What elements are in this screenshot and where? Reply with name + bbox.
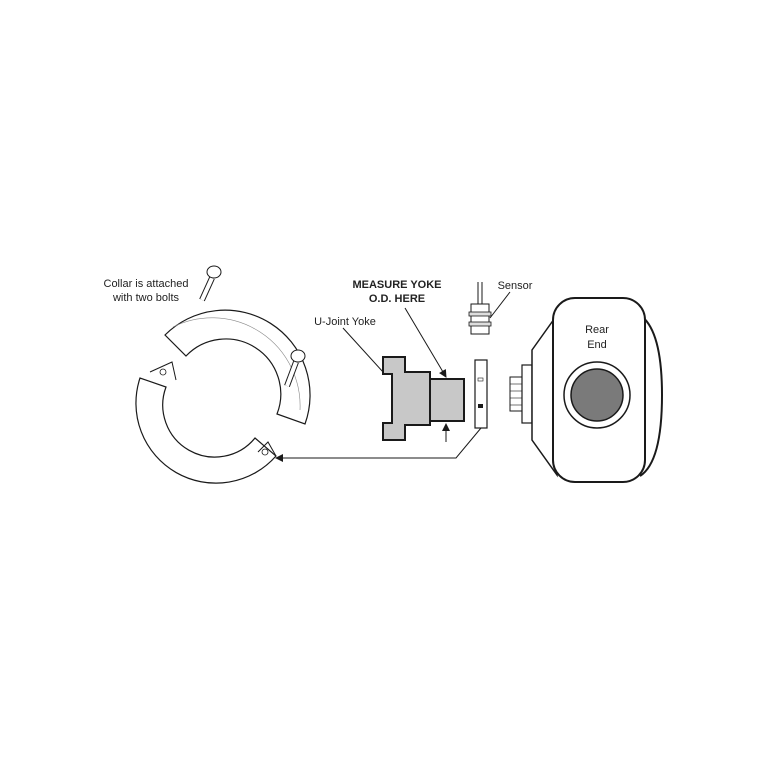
measure-label-line2: O.D. HERE xyxy=(369,293,425,305)
rear-end-housing xyxy=(509,297,664,483)
bolt-icon xyxy=(284,349,306,388)
rear-end-label-line1: Rear xyxy=(585,324,609,336)
sensor xyxy=(468,282,492,335)
sensor-label: Sensor xyxy=(498,280,533,292)
assembly-arrow xyxy=(275,427,482,462)
bolt-icon xyxy=(199,265,222,302)
target-ring xyxy=(474,359,488,429)
rear-end-label-line2: End xyxy=(587,339,607,351)
yoke-leader-line xyxy=(342,327,384,373)
collar-upper-half xyxy=(164,309,311,425)
measure-label-line1: MEASURE YOKE xyxy=(352,279,441,291)
collar-label-line2: with two bolts xyxy=(112,292,180,304)
measure-leader-arrow xyxy=(404,307,447,378)
u-joint-yoke xyxy=(382,356,465,441)
yoke-label: U-Joint Yoke xyxy=(314,316,376,328)
collar-lower-half xyxy=(135,361,277,484)
sensor-leader-line xyxy=(489,291,511,319)
collar-label-line1: Collar is attached xyxy=(104,278,189,290)
